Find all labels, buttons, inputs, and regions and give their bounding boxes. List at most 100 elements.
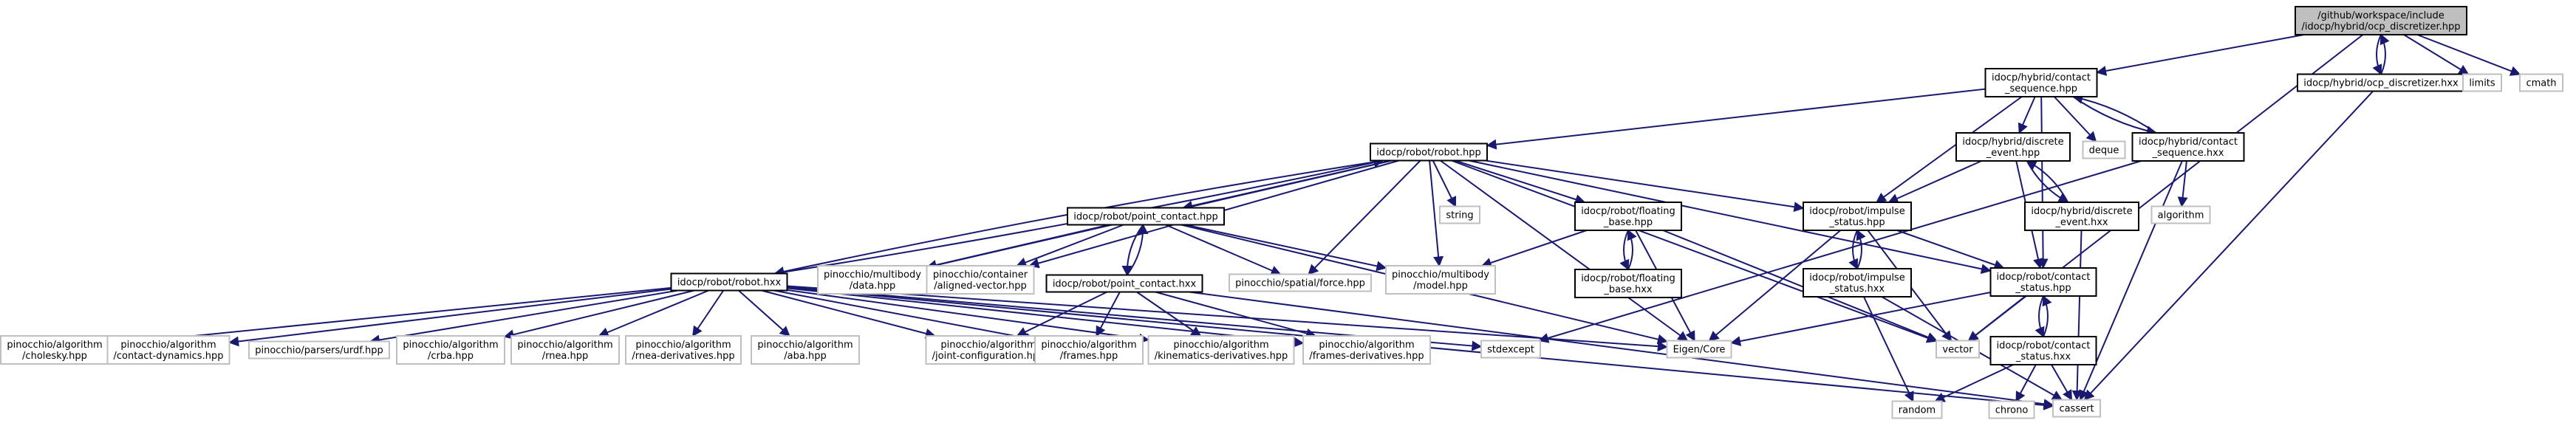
node-box <box>817 265 928 295</box>
node-label: string <box>1446 210 1473 221</box>
node-de_hpp[interactable]: idocp/hybrid/discrete_event.hpp <box>1955 132 2071 162</box>
edge-cst_hpp-to-eigen <box>1730 291 1991 346</box>
node-pin_urdf[interactable]: pinocchio/parsers/urdf.hpp <box>248 340 390 360</box>
node-label: pinocchio/algorithm <box>403 340 498 351</box>
node-algorithm[interactable]: algorithm <box>2150 205 2211 224</box>
node-label: pinocchio/container <box>933 269 1028 281</box>
edge-is_hxx-to-is_hpp <box>1856 229 1866 269</box>
node-box <box>1045 274 1203 293</box>
node-chrono[interactable]: chrono <box>1988 400 2035 419</box>
node-label: idocp/hybrid/ocp_discretizer.hxx <box>2303 78 2459 89</box>
node-cst_hpp[interactable]: idocp/robot/contact_status.hpp <box>1989 267 2097 297</box>
node-label: pinocchio/algorithm <box>635 340 731 351</box>
node-is_hpp[interactable]: idocp/robot/impulse_status.hpp <box>1803 202 1912 231</box>
node-label: /contact-dynamics.hpp <box>114 351 224 362</box>
node-label: idocp/robot/impulse <box>1809 272 1904 283</box>
node-pin_aligned[interactable]: pinocchio/container/aligned-vector.hpp <box>926 265 1035 295</box>
node-box <box>1147 335 1295 365</box>
node-robot_hpp[interactable]: idocp/robot/robot.hpp <box>1370 142 1488 162</box>
node-label: vector <box>1942 345 1973 356</box>
edge-robot_hpp-to-vector <box>1451 159 1938 343</box>
edge-is_hpp-to-eigen <box>1708 230 1842 342</box>
node-pin_data[interactable]: pinocchio/multibody/data.hpp <box>817 265 928 295</box>
node-label: _status.hpp <box>2015 283 2071 294</box>
node-label: deque <box>2089 145 2119 157</box>
edge-robot_hxx-to-pin_cdyn <box>228 288 672 347</box>
edge-pc_hpp-to-pin_force <box>1165 224 1282 275</box>
node-label: limits <box>2469 78 2495 89</box>
node-de_hxx[interactable]: idocp/hybrid/discrete_event.hxx <box>2024 202 2139 231</box>
node-box <box>1803 202 1912 231</box>
node-robot_hxx[interactable]: idocp/robot/robot.hxx <box>670 272 788 292</box>
node-is_hxx[interactable]: idocp/robot/impulse_status.hxx <box>1803 268 1912 298</box>
node-stdexcept[interactable]: stdexcept <box>1480 340 1541 359</box>
edge-cs_hpp-to-robot_hpp <box>1486 88 1986 150</box>
node-ocpd_hxx[interactable]: idocp/hybrid/ocp_discretizer.hxx <box>2297 73 2465 92</box>
edge-cs_hpp-to-de_hpp <box>2018 96 2036 134</box>
edge-root-to-cmath <box>2416 34 2521 76</box>
node-box <box>106 335 230 365</box>
node-box <box>1988 400 2035 419</box>
node-pin_aba[interactable]: pinocchio/algorithm/aba.hpp <box>751 335 860 365</box>
node-label: /frames.hpp <box>1060 351 1118 362</box>
node-cs_hxx[interactable]: idocp/hybrid/contact_sequence.hxx <box>2131 132 2245 162</box>
node-label: pinocchio/parsers/urdf.hpp <box>255 345 383 357</box>
node-label: /kinematics-derivatives.hpp <box>1155 351 1288 362</box>
node-pin_model[interactable]: pinocchio/multibody/model.hpp <box>1385 265 1496 295</box>
node-root[interactable]: /github/workspace/include/idocp/hybrid/o… <box>2295 6 2467 35</box>
node-fb_hxx[interactable]: idocp/robot/floating_base.hxx <box>1574 269 1682 298</box>
node-pin_jconf[interactable]: pinocchio/algorithm/joint-configuration.… <box>925 335 1052 365</box>
node-label: idocp/hybrid/discrete <box>2031 206 2132 217</box>
edge-is_hpp-to-cst_hpp <box>1896 230 2005 270</box>
node-cassert[interactable]: cassert <box>2052 399 2101 418</box>
edge-robot_hpp-to-pin_model <box>1429 160 1444 267</box>
edge-cs_hxx-to-stdexcept <box>1538 160 2142 343</box>
node-fb_hpp[interactable]: idocp/robot/floating_base.hpp <box>1574 202 1682 231</box>
node-box <box>1370 142 1488 162</box>
node-box <box>1989 267 2097 297</box>
node-label: _base.hpp <box>1603 217 1653 228</box>
node-string[interactable]: string <box>1439 205 1480 224</box>
edge-cst_hxx-to-random <box>1934 364 2014 402</box>
node-pin_rnea[interactable]: pinocchio/algorithm/rnea.hpp <box>510 335 620 365</box>
node-cmath[interactable]: cmath <box>2519 73 2563 92</box>
node-pin_rnead[interactable]: pinocchio/algorithm/rnea-derivatives.hpp <box>625 335 742 365</box>
node-deque[interactable]: deque <box>2082 140 2126 159</box>
node-label: _sequence.hxx <box>2152 148 2224 159</box>
node-pin_frames[interactable]: pinocchio/algorithm/frames.hpp <box>1034 335 1144 365</box>
node-box <box>2024 202 2139 231</box>
node-random[interactable]: random <box>1891 400 1943 419</box>
node-box <box>510 335 620 365</box>
node-vector[interactable]: vector <box>1936 340 1980 359</box>
node-label: _status.hpp <box>1828 217 1885 228</box>
edge-robot_hpp-to-is_hpp <box>1485 159 1805 213</box>
node-label: stdexcept <box>1487 345 1534 356</box>
node-label: _base.hxx <box>1603 284 1653 295</box>
node-cst_hxx[interactable]: idocp/robot/contact_status.hxx <box>1989 336 2097 365</box>
node-pin_kind[interactable]: pinocchio/algorithm/kinematics-derivativ… <box>1147 335 1295 365</box>
node-box <box>625 335 742 365</box>
node-pc_hpp[interactable]: idocp/robot/point_contact.hpp <box>1067 207 1225 226</box>
node-label: pinocchio/algorithm <box>7 340 102 351</box>
node-cs_hpp[interactable]: idocp/hybrid/contact_sequence.hpp <box>1984 68 2098 97</box>
node-pc_hxx[interactable]: idocp/robot/point_contact.hxx <box>1045 274 1203 293</box>
node-label: /frames-derivatives.hpp <box>1309 351 1424 362</box>
node-pin_chol[interactable]: pinocchio/algorithm/cholesky.hpp <box>0 335 109 365</box>
node-label: algorithm <box>2158 210 2204 221</box>
edge-robot_hxx-to-pin_aba <box>738 289 790 337</box>
node-pin_cdyn[interactable]: pinocchio/algorithm/contact-dynamics.hpp <box>106 335 230 365</box>
node-box <box>1803 268 1912 298</box>
node-box <box>2052 399 2101 418</box>
node-label: pinocchio/algorithm <box>1319 340 1414 351</box>
node-label: /rnea-derivatives.hpp <box>632 351 734 362</box>
node-label: pinocchio/algorithm <box>940 340 1036 351</box>
node-pin_framesd[interactable]: pinocchio/algorithm/frames-derivatives.h… <box>1302 335 1431 365</box>
node-label: pinocchio/spatial/force.hpp <box>1235 278 1365 289</box>
edge-is_hxx-to-random <box>1863 296 1914 402</box>
node-label: /data.hpp <box>850 281 896 292</box>
node-pin_force[interactable]: pinocchio/spatial/force.hpp <box>1229 273 1372 292</box>
node-box <box>1480 340 1541 359</box>
node-pin_crba[interactable]: pinocchio/algorithm/crba.hpp <box>396 335 505 365</box>
node-eigen[interactable]: Eigen/Core <box>1666 340 1732 359</box>
node-limits[interactable]: limits <box>2462 73 2502 92</box>
